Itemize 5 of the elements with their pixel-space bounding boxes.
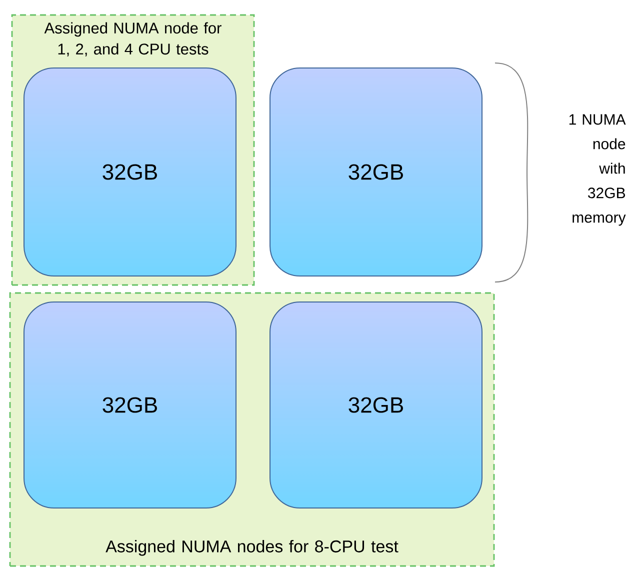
memory-box: 32GB <box>24 302 236 508</box>
annotation: 1 NUMA node with 32GB memory <box>569 114 626 226</box>
memory-box: 32GB <box>270 302 482 508</box>
memory-box: 32GB <box>270 68 482 276</box>
memory-box: 32GB <box>24 68 236 276</box>
